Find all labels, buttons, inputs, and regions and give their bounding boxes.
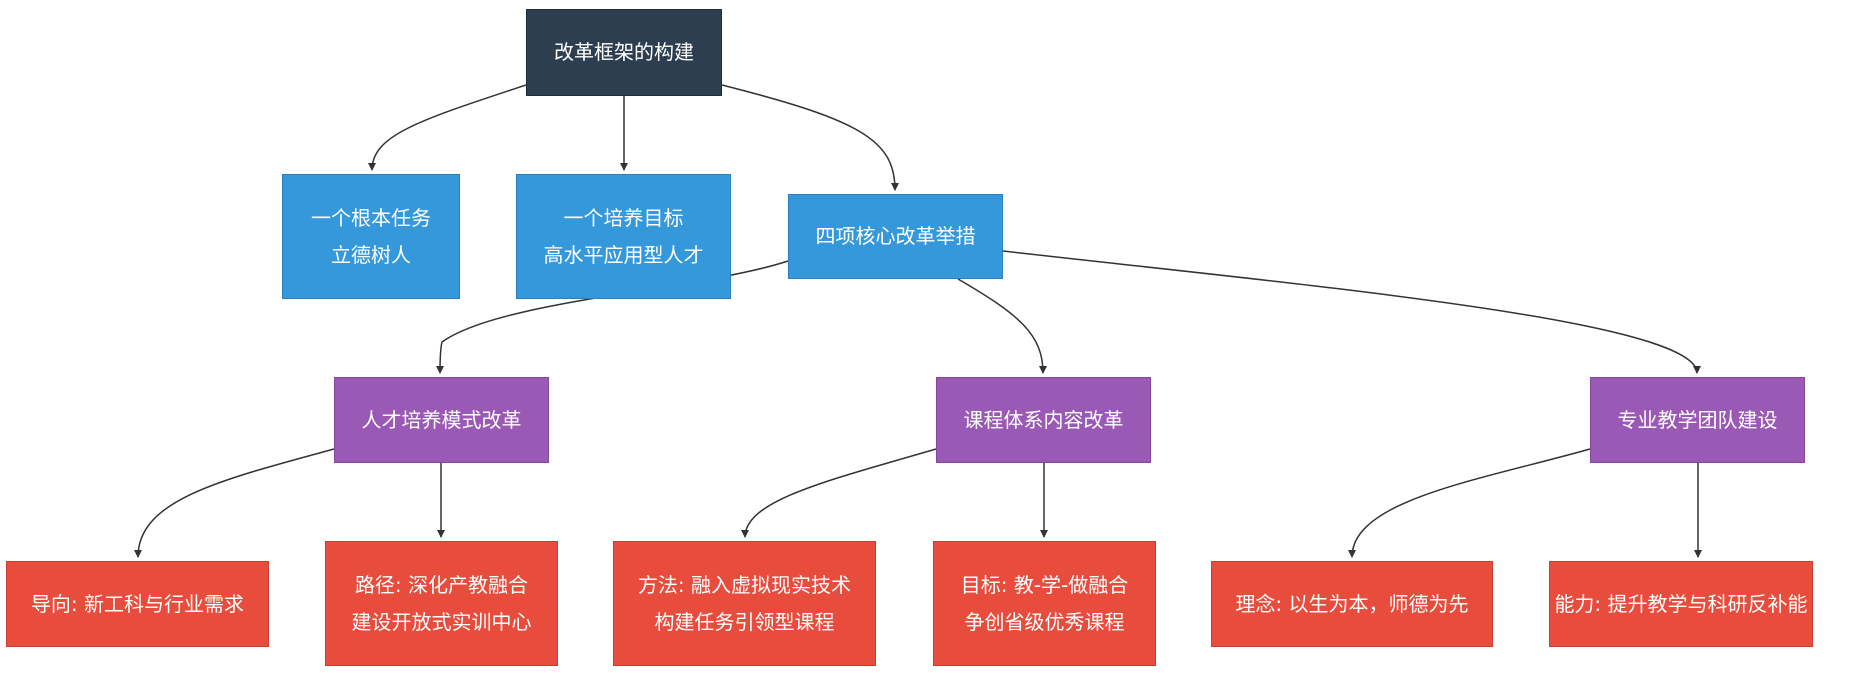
node-fundamental-task-line1: 一个根本任务 <box>311 205 431 230</box>
node-method-line2: 构建任务引领型课程 <box>654 609 835 634</box>
node-target-line2: 争创省级优秀课程 <box>964 609 1125 634</box>
node-philosophy-label: 理念: 以生为本，师德为先 <box>1235 591 1469 616</box>
node-core-reform-measures: 四项核心改革举措 <box>788 194 1003 279</box>
edge-course-to-method <box>741 448 937 538</box>
node-training-goal-line1: 一个培养目标 <box>563 205 684 230</box>
edge-measures-to-course <box>957 278 1047 374</box>
node-method-line1: 方法: 融入虚拟现实技术 <box>637 572 852 597</box>
node-teaching-team-building: 专业教学团队建设 <box>1590 377 1805 463</box>
node-talent-training-reform: 人才培养模式改革 <box>334 377 549 463</box>
node-reform-framework: 改革框架的构建 <box>526 9 722 96</box>
node-ability-label: 能力: 提升教学与科研反补能 <box>1554 591 1808 616</box>
node-curriculum-reform-label: 课程体系内容改革 <box>963 407 1124 432</box>
edge-team-to-idea <box>1348 448 1591 558</box>
node-direction-label: 导向: 新工科与行业需求 <box>30 591 245 616</box>
node-fundamental-task: 一个根本任务 立德树人 <box>282 174 460 299</box>
node-method: 方法: 融入虚拟现实技术 构建任务引领型课程 <box>613 541 876 666</box>
edge-root-to-task <box>368 84 527 171</box>
node-philosophy: 理念: 以生为本，师德为先 <box>1211 561 1493 647</box>
node-reform-framework-label: 改革框架的构建 <box>554 40 694 64</box>
node-path-line1: 路径: 深化产教融合 <box>354 572 529 597</box>
node-path-line2: 建设开放式实训中心 <box>351 609 532 634</box>
edge-root-to-measures <box>721 84 899 191</box>
node-teaching-team-building-label: 专业教学团队建设 <box>1617 407 1778 432</box>
node-ability: 能力: 提升教学与科研反补能 <box>1549 561 1813 647</box>
edge-measures-to-team <box>1002 250 1701 374</box>
node-training-goal: 一个培养目标 高水平应用型人才 <box>516 174 731 299</box>
node-target: 目标: 教-学-做融合 争创省级优秀课程 <box>933 541 1156 666</box>
node-direction: 导向: 新工科与行业需求 <box>6 561 269 647</box>
edge-talent-to-direction <box>134 448 335 558</box>
node-talent-training-reform-label: 人才培养模式改革 <box>361 407 522 432</box>
node-curriculum-reform: 课程体系内容改革 <box>936 377 1151 463</box>
node-path: 路径: 深化产教融合 建设开放式实训中心 <box>325 541 558 666</box>
node-fundamental-task-line2: 立德树人 <box>331 242 411 267</box>
node-core-reform-measures-label: 四项核心改革举措 <box>815 224 976 248</box>
node-target-line1: 目标: 教-学-做融合 <box>960 572 1129 597</box>
node-training-goal-line2: 高水平应用型人才 <box>543 242 704 267</box>
